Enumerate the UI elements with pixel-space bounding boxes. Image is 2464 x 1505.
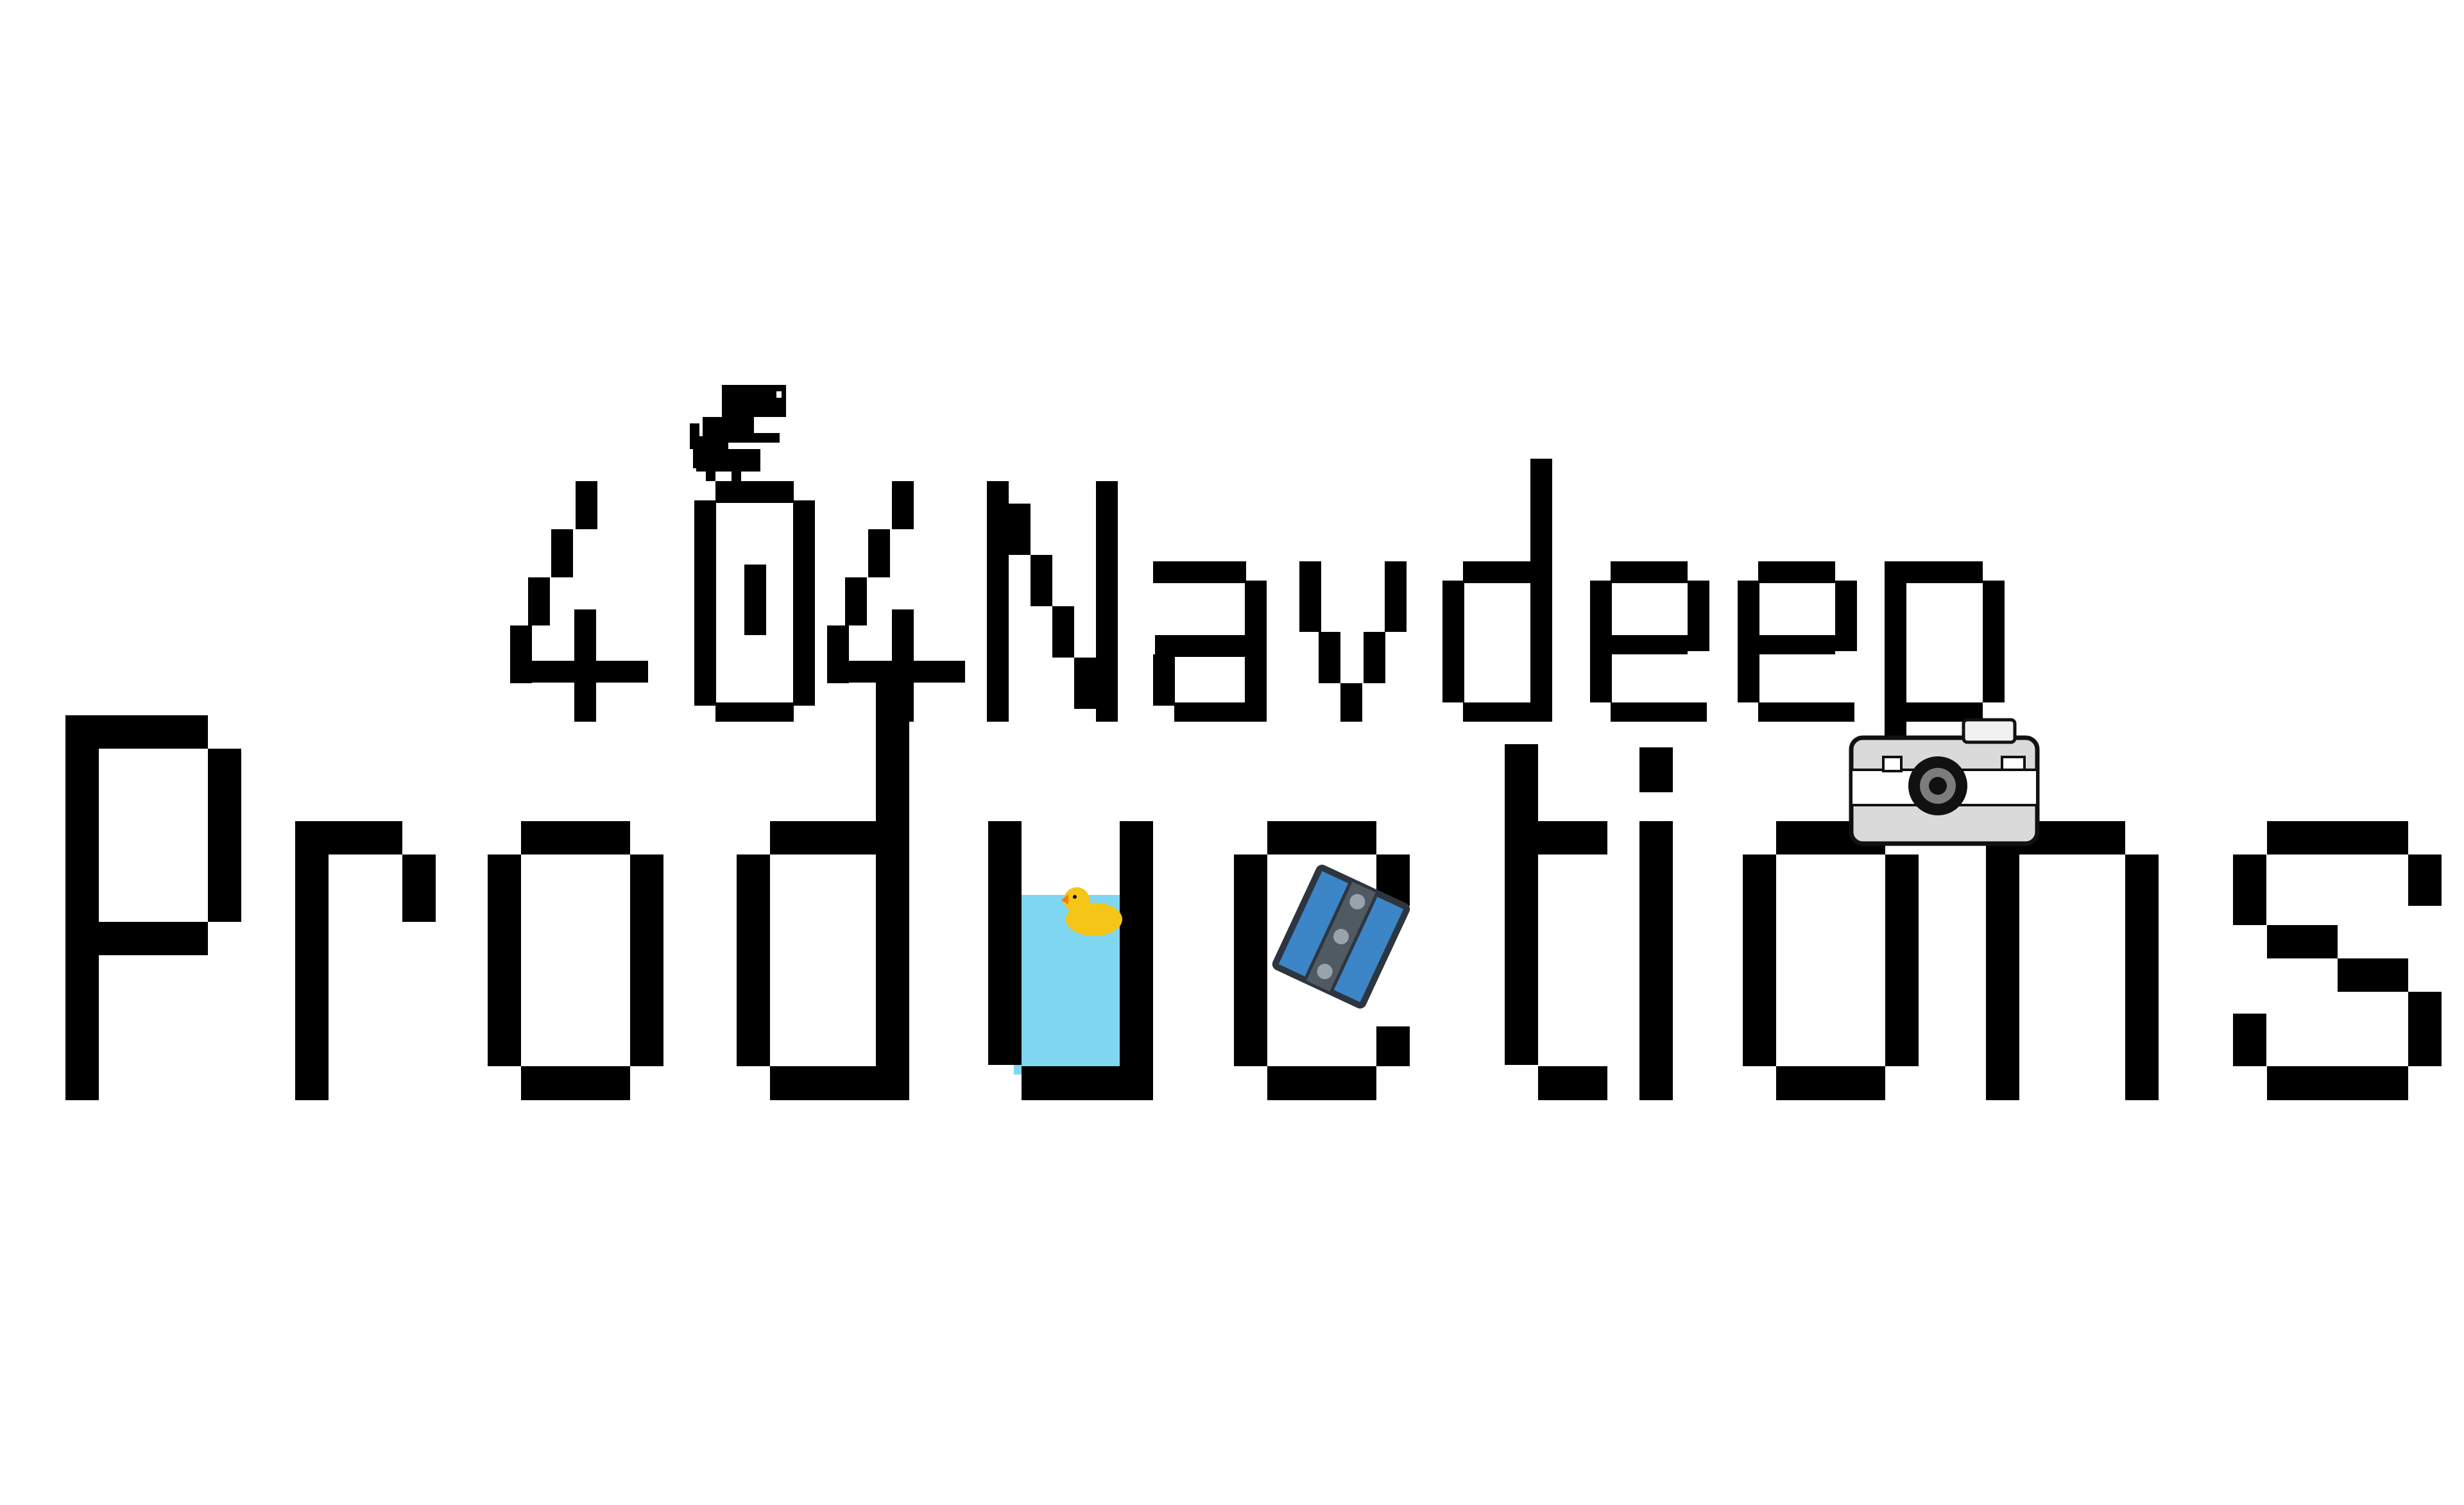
glyph-P (65, 715, 241, 1100)
glyph-a (1153, 561, 1267, 722)
glyph-o-second (1743, 821, 1919, 1100)
engine-block-icon (1272, 864, 1410, 1009)
glyph-N (987, 481, 1118, 722)
logo-line-2-glyphs (65, 667, 2442, 1100)
rubber-duck-icon (1061, 887, 1122, 936)
glyph-e-first (1590, 561, 1709, 722)
glyph-n (1986, 821, 2159, 1100)
glyph-0 (694, 481, 815, 722)
rangefinder-camera-icon (1849, 718, 2040, 846)
glyph-u (988, 821, 1153, 1100)
glyph-r (295, 821, 436, 1100)
glyph-e-second (1738, 561, 1857, 722)
glyph-s (2233, 821, 2442, 1100)
glyph-4-first (510, 481, 648, 722)
glyph-t (1505, 744, 1607, 1100)
glyph-v (1299, 561, 1407, 722)
glyph-c (1234, 821, 1410, 1100)
glyph-d (1442, 459, 1552, 722)
logo-line-1-glyphs (510, 459, 2005, 786)
glyph-o (488, 821, 663, 1100)
glyph-d-prod (737, 667, 909, 1100)
glyph-i (1639, 747, 1673, 1100)
pixel-dinosaur-icon (690, 385, 786, 481)
